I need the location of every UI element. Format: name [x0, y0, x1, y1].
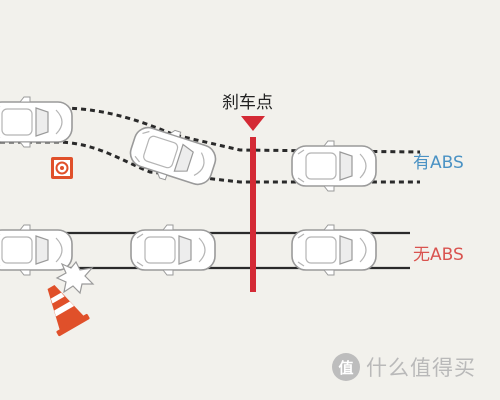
abs-track [0, 106, 421, 184]
car-icon [0, 96, 73, 148]
watermark-text: 什么值得买 [366, 356, 476, 380]
traffic-cone-icon [47, 284, 90, 337]
obstacle-sign-icon [51, 157, 73, 179]
car-icon [0, 224, 73, 276]
car-icon [130, 224, 216, 276]
collision-burst-icon [55, 260, 95, 295]
brake-arrow-icon [241, 116, 265, 131]
brake-point-label: 刹车点 [222, 93, 273, 113]
without-abs-label: 无ABS [413, 245, 464, 265]
car-icon [291, 140, 377, 192]
car-icon [124, 118, 222, 194]
car-icon [291, 224, 377, 276]
watermark-logo-icon: 值 [332, 353, 360, 381]
watermark: 值 什么值得买 [332, 352, 476, 382]
with-abs-label: 有ABS [413, 153, 464, 173]
